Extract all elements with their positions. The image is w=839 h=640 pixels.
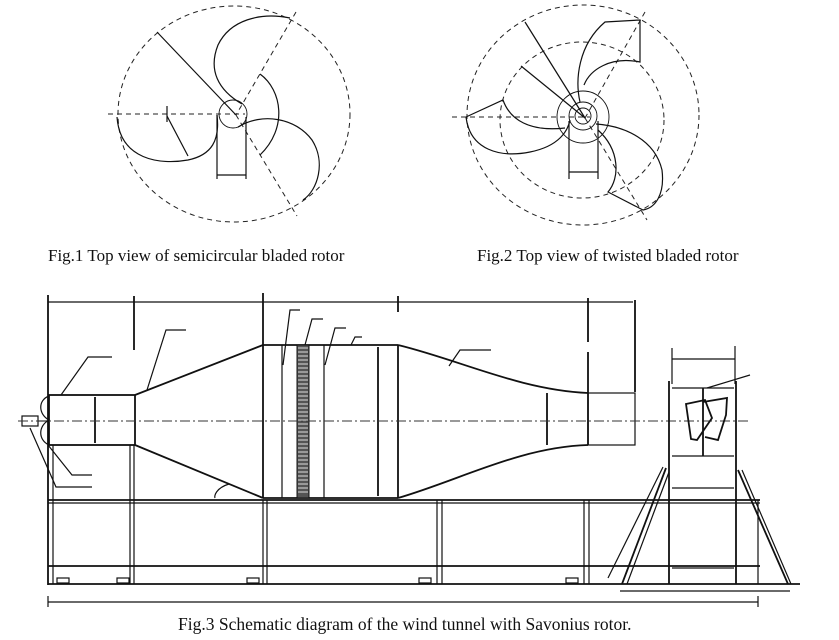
fig2-blade-top [577,19,641,103]
fig3-savonius-rotor-blade-2 [702,396,728,442]
fig3-leader-screen-1 [282,309,300,366]
fig1-radius-dimension [156,31,237,116]
fig2-blade-left-edge [465,99,566,130]
fig3-leader-settling [60,356,112,396]
fig3-leader-rotor [706,374,751,389]
fig3-foot [565,577,579,584]
fig1-blade-right [237,118,320,201]
fig2-inner-circle [499,41,665,199]
fig3-leader-screen-2 [324,327,346,366]
fig2-hub-inner [574,107,592,125]
fig3-leader-fan [29,427,92,488]
fig3-leader-test-section [350,336,362,346]
fig3-left-brace-inner [626,471,670,585]
fig3-contraction-top [134,344,264,396]
fig3-brace-dimension [607,466,664,579]
fig3-foot [56,577,70,584]
fig1-blade-radius-dimension [166,115,189,157]
fig2-inner-radius-dimension [520,65,586,119]
fig1-caption: Fig.1 Top view of semicircular bladed ro… [48,246,345,265]
fig3-diffuser-bottom [397,444,589,499]
fig3-wind-tunnel [18,293,800,607]
fig2-blade-left [465,116,571,155]
fig3-foot [246,577,260,584]
fig3-foot [116,577,130,584]
fig3-savonius-rotor-blade-1 [684,398,714,441]
fig3-contraction-bottom [134,444,264,499]
fig1-diagonal-centerline-2 [235,114,298,217]
fig3-leader-bellmouth [47,444,92,476]
fig2-outer-circle [466,4,700,226]
fig2-hub-mid [568,101,598,131]
fig3-left-brace [621,467,667,585]
fig3-diffuser-top [397,344,589,394]
fig1-diagonal-centerline-1 [235,11,297,116]
fig3-caption: Fig.3 Schematic diagram of the wind tunn… [178,614,632,634]
fig3-angle-arc [214,483,230,499]
fig1-shaft-circle [218,99,248,129]
fig2-diagonal-centerline-1 [584,11,646,119]
fig3-feet [56,577,579,584]
fig1-semicircular-rotor [108,5,351,223]
fig2-twisted-rotor [452,4,700,226]
fig3-right-brace [737,469,789,585]
fig3-foot [418,577,432,584]
fig2-caption: Fig.2 Top view of twisted bladed rotor [477,246,739,265]
fig3-leader-contraction [146,329,186,391]
fig3-leader-honeycomb [304,318,323,346]
fig1-angle-arc [259,73,280,156]
fig3-settling-chamber [48,394,136,446]
fig3-outlet-section [587,392,636,446]
fig2-blade-right [595,123,664,211]
fig2-outer-radius-dimension [524,21,586,119]
fig3-leader-diffuser [448,349,491,367]
fig1-blade-top [213,15,291,105]
fig2-hub-outer [556,90,610,144]
fig3-honeycomb-cells [298,347,308,493]
fig3-right-brace-inner [741,469,792,585]
fig2-diagonal-centerline-2 [584,117,648,221]
fig1-blade-left [116,114,219,163]
fig3-bellmouth [40,395,51,446]
